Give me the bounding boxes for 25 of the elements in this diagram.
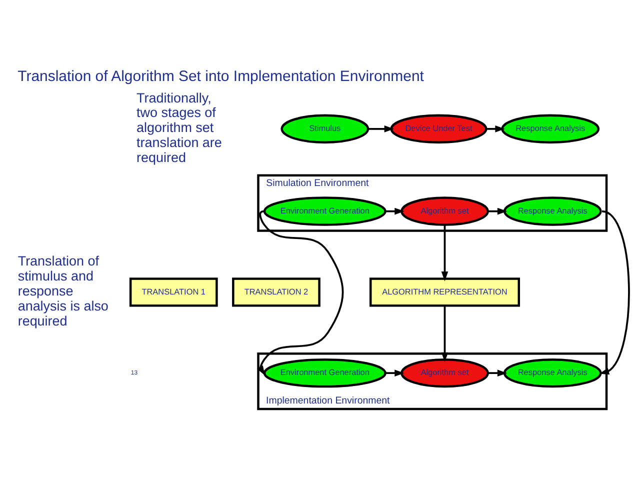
node-box: TRANSLATION 2 bbox=[232, 278, 320, 307]
arrow bbox=[488, 208, 508, 215]
arrow bbox=[599, 210, 630, 375]
node-ellipse: Stimulus bbox=[280, 114, 370, 144]
node-ellipse: Device Under Test bbox=[390, 114, 488, 144]
arrow bbox=[441, 224, 448, 282]
node-ellipse: Algorithm set bbox=[400, 196, 489, 226]
node-ellipse: Environment Generation bbox=[263, 196, 386, 226]
arrow bbox=[441, 306, 448, 362]
arrow bbox=[368, 126, 394, 132]
node-ellipse: Algorithm set bbox=[400, 358, 489, 388]
arrow bbox=[257, 210, 344, 376]
node-ellipse: Response Analysis bbox=[503, 196, 602, 226]
label: Traditionally, two stages of algorithm set translation are required bbox=[136, 90, 222, 166]
node-box: TRANSLATION 1 bbox=[129, 278, 218, 307]
arrow bbox=[488, 370, 508, 376]
node-ellipse: Response Analysis bbox=[501, 114, 600, 144]
diagram-title: Translation of Algorithm Set into Implementation Environment bbox=[18, 68, 424, 85]
node-ellipse: Response Analysis bbox=[503, 358, 602, 388]
arrow bbox=[385, 208, 404, 215]
arrow bbox=[385, 370, 404, 376]
node-ellipse: Environment Generation bbox=[263, 358, 386, 388]
node-box: ALGORITHM REPRESENTATION bbox=[369, 278, 520, 307]
label: Translation of stimulus and response analysis is also required bbox=[18, 254, 108, 328]
arrow bbox=[486, 126, 505, 132]
